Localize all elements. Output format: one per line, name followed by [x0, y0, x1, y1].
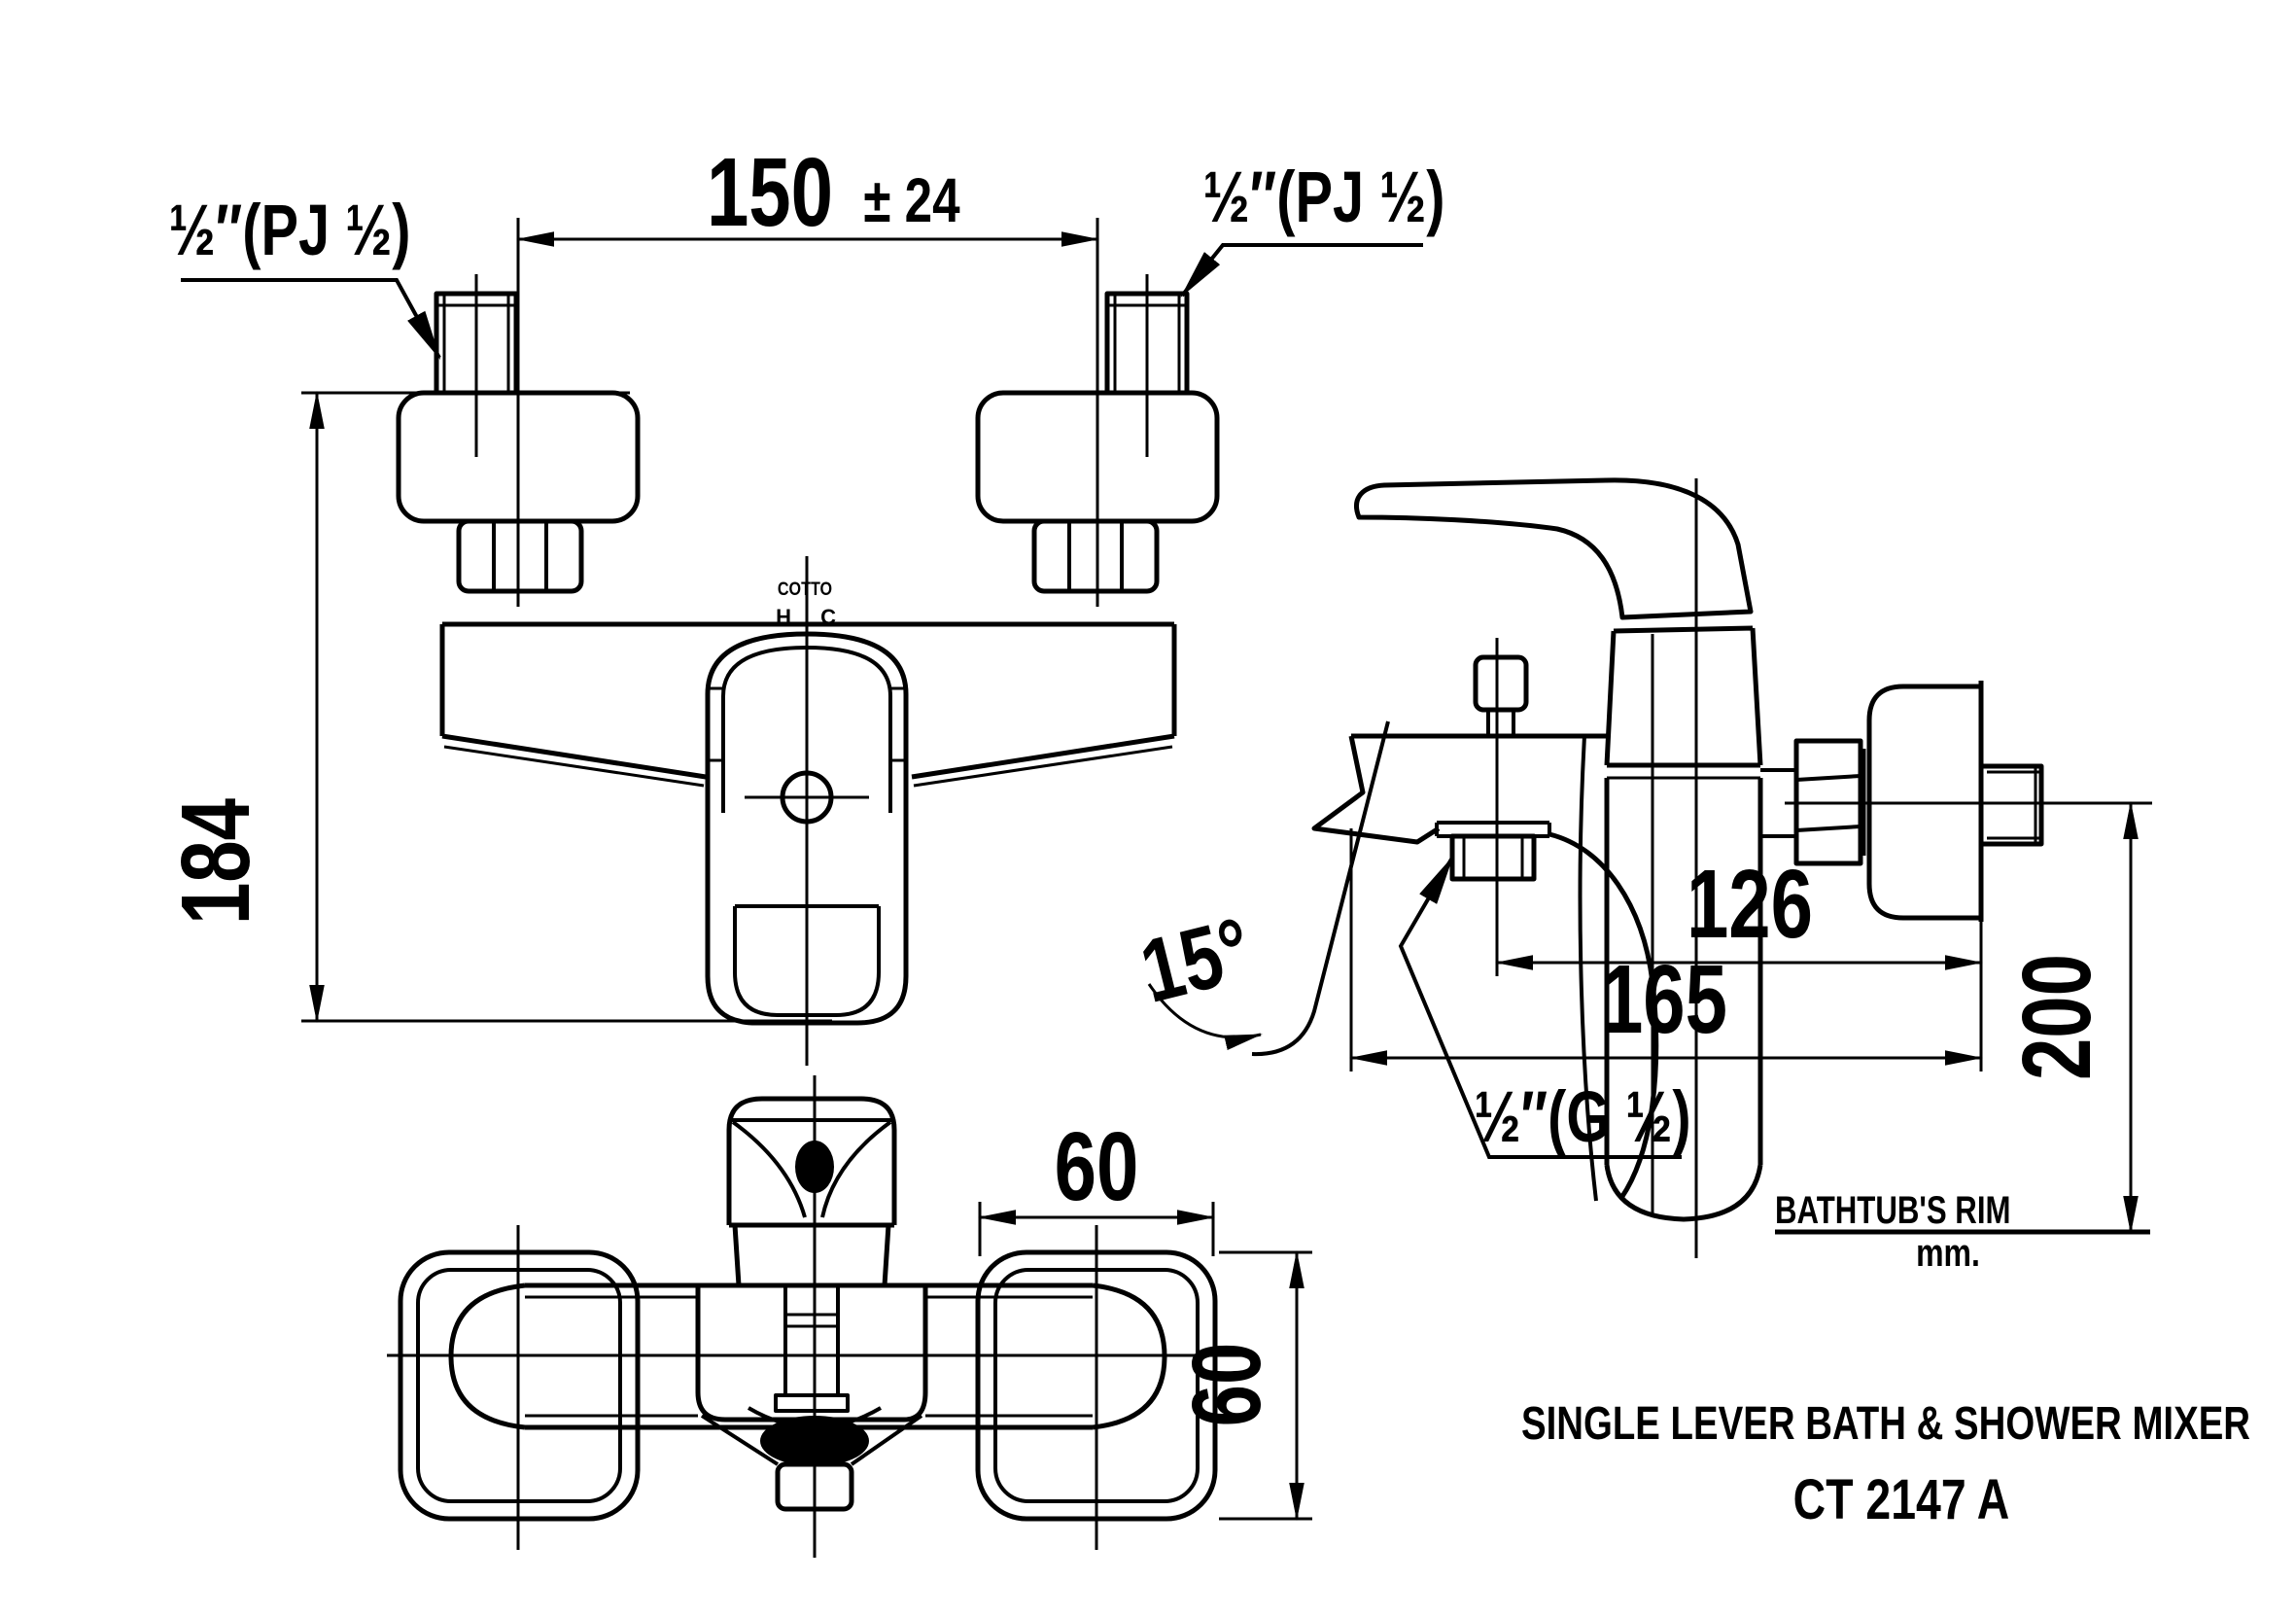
- lever-handle-side: [1354, 477, 1754, 620]
- connection-leader-right: [1180, 243, 1423, 299]
- brand-logo: COTTO: [778, 579, 832, 600]
- bathtub-rim-label: BATHTUB'S RIM: [1775, 1188, 2010, 1232]
- side-view: 15° 126 165 200 ½″(G ½) BATHTUB'S RIM mm…: [1131, 477, 2152, 1275]
- dim-width-150: 150 ± 24: [516, 139, 1099, 607]
- spout-bottom: [695, 1285, 928, 1512]
- wall-flange: [1866, 681, 1984, 922]
- model-code: CT 2147 A: [1793, 1468, 2010, 1531]
- spray-angle-arc: [1147, 983, 1263, 1050]
- dim-reach-value: 165: [1601, 946, 1727, 1055]
- handle-front: [705, 556, 909, 1066]
- dim-escutcheon-width-value: 60: [1055, 1113, 1139, 1222]
- dim-height-value: 184: [162, 798, 271, 925]
- spray-angle-label: 15°: [1131, 898, 1261, 1022]
- units-label: mm.: [1916, 1231, 1980, 1275]
- dim-escutcheon-depth-value: 60: [1173, 1343, 1282, 1427]
- outlet-connection-label: ½″(G ½): [1398, 855, 1691, 1159]
- escutcheon-left-bottom: [398, 1249, 641, 1522]
- bottom-view: 60 60: [387, 1075, 1312, 1558]
- diverter-knob: [1473, 638, 1529, 976]
- dim-outlet-value: 126: [1687, 851, 1813, 960]
- body-bar-bottom: [448, 1282, 1167, 1430]
- spout-outlet-bottom: [760, 1416, 869, 1466]
- connection-leader-left: [181, 278, 441, 361]
- pipe-right: [1104, 274, 1190, 457]
- front-view: COTTO H C 150 ± 24 184 ½″(PJ ½) ½″(PJ ½): [162, 139, 1445, 1066]
- connection-label-right: ½″(PJ ½): [1180, 158, 1445, 299]
- handle-bottom: [726, 1096, 897, 1413]
- wall-pipe-stub: [1785, 763, 2152, 847]
- dim-reach-165: 165: [1349, 828, 1983, 1071]
- hex-nut-left: [456, 518, 584, 594]
- hex-nut-right: [1031, 518, 1160, 594]
- dim-outlet-126: 126: [1495, 851, 1983, 970]
- pipe-left: [434, 274, 519, 457]
- hot-marker: H: [776, 605, 791, 629]
- connection-label-right-text: ½″(PJ ½): [1202, 158, 1444, 238]
- bathtub-rim-reference: BATHTUB'S RIM mm.: [1775, 1188, 2150, 1275]
- spray-angle-reference: 15°: [1131, 720, 1390, 1057]
- dim-rim-height-200: 200: [2003, 801, 2139, 1234]
- dim-rim-height-value: 200: [2003, 954, 2112, 1080]
- dim-escutcheon-depth-60: 60: [1173, 1250, 1312, 1521]
- outlet-nut-bottom: [775, 1461, 854, 1512]
- handle-screw-hole-bottom: [795, 1141, 834, 1193]
- escutcheon-right-bottom: [975, 1249, 1218, 1522]
- outlet-connection-leader: [1398, 855, 1682, 1159]
- cold-marker: C: [820, 605, 836, 629]
- connection-label-left: ½″(PJ ½): [168, 191, 441, 361]
- product-title: SINGLE LEVER BATH & SHOWER MIXER: [1521, 1398, 2250, 1450]
- connection-label-left-text: ½″(PJ ½): [168, 191, 410, 271]
- title-block: SINGLE LEVER BATH & SHOWER MIXER CT 2147…: [1521, 1398, 2250, 1531]
- dim-width-tolerance: ± 24: [863, 167, 959, 236]
- dim-width-value: 150: [707, 139, 833, 248]
- dim-escutcheon-width-60: 60: [978, 1113, 1215, 1256]
- dim-height-184: 184: [162, 391, 832, 1023]
- outlet-connection-text: ½″(G ½): [1474, 1077, 1690, 1158]
